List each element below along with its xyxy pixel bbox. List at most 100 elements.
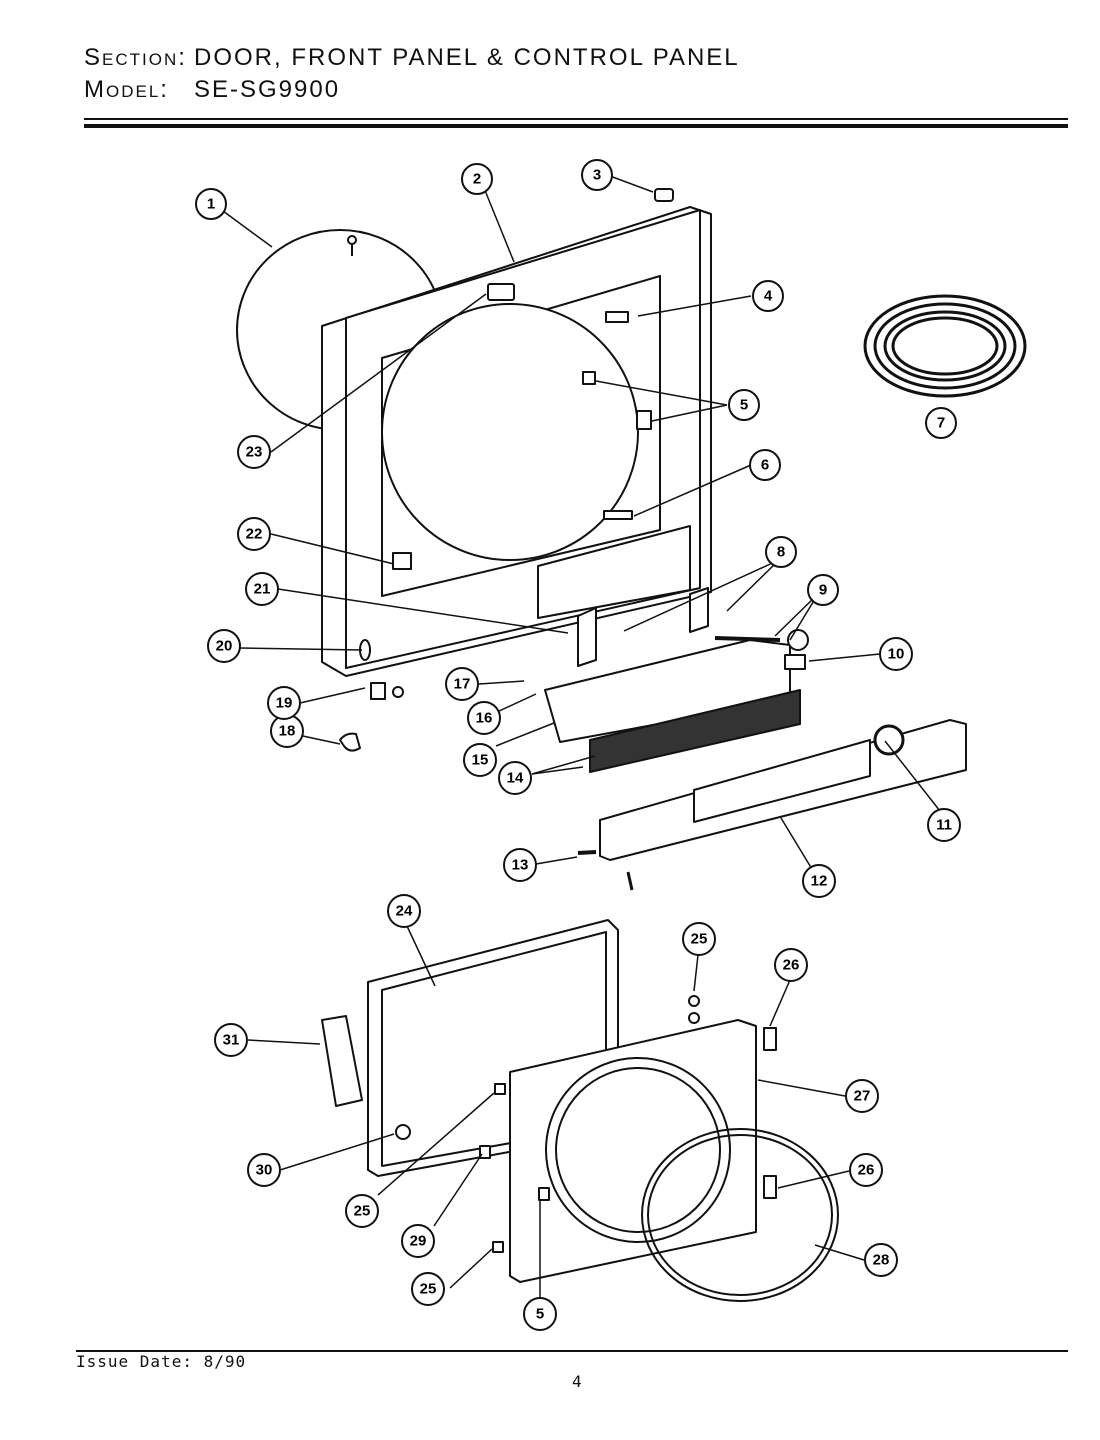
footer-rule — [76, 1350, 1068, 1352]
callout-number: 21 — [254, 581, 271, 598]
clip-right — [636, 410, 652, 430]
callout-13: 13 — [503, 848, 537, 882]
callout-7: 7 — [925, 407, 957, 439]
top-clip — [654, 188, 674, 202]
hinge-upper — [763, 1027, 777, 1051]
callout-5-upper: 5 — [728, 389, 760, 421]
callout-number: 25 — [420, 1281, 437, 1298]
display-window — [589, 689, 801, 773]
terminal-block — [784, 654, 806, 670]
callout-number: 27 — [854, 1088, 871, 1105]
door-tab — [479, 1145, 491, 1159]
callout-1: 1 — [195, 188, 227, 220]
callout-number: 23 — [246, 444, 263, 461]
model-number: SE-SG9900 — [194, 76, 341, 103]
model-label: Model: — [84, 76, 169, 103]
door-gasket — [641, 1128, 839, 1302]
callout-11: 11 — [927, 808, 961, 842]
callout-number: 18 — [279, 723, 296, 740]
callout-number: 22 — [246, 526, 263, 543]
callout-14: 14 — [498, 761, 532, 795]
callout-31: 31 — [214, 1023, 248, 1057]
knob — [787, 629, 809, 651]
callout-number: 6 — [761, 457, 769, 474]
control-board — [544, 639, 791, 743]
callout-number: 20 — [216, 638, 233, 655]
callout-12: 12 — [802, 864, 836, 898]
header-rule-thin — [84, 118, 1068, 120]
callout-2: 2 — [461, 163, 493, 195]
callout-number: 9 — [819, 582, 827, 599]
callout-number: 31 — [223, 1032, 240, 1049]
front-panel — [321, 206, 712, 677]
grommet-mid — [494, 1083, 506, 1095]
door-clip — [538, 1187, 550, 1201]
callout-22: 22 — [237, 517, 271, 551]
callout-number: 4 — [764, 288, 773, 305]
issue-date: Issue Date: 8/90 — [76, 1352, 247, 1371]
callout-30: 30 — [247, 1153, 281, 1187]
callout-28: 28 — [864, 1243, 898, 1277]
callout-number: 8 — [777, 544, 785, 561]
callout-number: 26 — [858, 1162, 875, 1179]
callout-number: 28 — [873, 1252, 890, 1269]
section-heading: Section: DOOR, FRONT PANEL & CONTROL PANE… — [84, 44, 740, 72]
clip-upper — [582, 371, 596, 385]
grommet-top — [688, 995, 700, 1007]
callout-number: 11 — [936, 817, 952, 834]
callout-number: 2 — [473, 171, 481, 188]
callout-27: 27 — [845, 1079, 879, 1113]
callout-26-upper: 26 — [774, 948, 808, 982]
callout-number: 25 — [354, 1203, 371, 1220]
callout-number: 14 — [507, 770, 524, 787]
callout-15: 15 — [463, 743, 497, 777]
callout-number: 29 — [410, 1233, 427, 1250]
header-rule-thick — [84, 124, 1068, 128]
door-switch — [487, 283, 515, 301]
callout-number: 30 — [256, 1162, 273, 1179]
callout-number: 19 — [276, 695, 293, 712]
callout-17: 17 — [445, 667, 479, 701]
latch-bracket — [370, 682, 386, 700]
callout-18: 18 — [270, 714, 304, 748]
panel-strip-bottom — [603, 510, 633, 520]
callout-21: 21 — [245, 572, 279, 606]
callout-9: 9 — [807, 574, 839, 606]
grommet-bottom — [492, 1241, 504, 1253]
callout-6: 6 — [749, 449, 781, 481]
callouts: 1 2 3 4 5 6 7 8 9 10 11 12 13 14 15 16 1… — [195, 159, 961, 1331]
callout-number: 15 — [472, 752, 489, 769]
callout-number: 7 — [937, 415, 945, 432]
selector-ring — [873, 724, 905, 756]
panel-label-top — [605, 311, 629, 323]
callout-number: 16 — [476, 710, 493, 727]
callout-4: 4 — [752, 280, 784, 312]
callout-3: 3 — [581, 159, 613, 191]
callout-number: 5 — [536, 1306, 544, 1323]
page-number: 4 — [572, 1372, 582, 1391]
callout-number: 26 — [783, 957, 800, 974]
callout-5-lower: 5 — [523, 1297, 557, 1331]
callout-number: 10 — [888, 646, 905, 663]
callout-number: 12 — [811, 873, 828, 890]
section-label: Section: — [84, 44, 187, 71]
model-heading: Model: SE-SG9900 — [84, 76, 340, 104]
callout-19: 19 — [267, 686, 301, 720]
center-bracket — [577, 607, 597, 667]
mounting-screw — [577, 850, 597, 855]
callout-number: 25 — [691, 931, 708, 948]
door-stud — [395, 1124, 411, 1140]
wire-harness — [863, 294, 1027, 398]
door-handle — [321, 1015, 363, 1107]
callout-25-mid: 25 — [345, 1194, 379, 1228]
callout-number: 17 — [454, 676, 471, 693]
callout-16: 16 — [467, 701, 501, 735]
callout-24: 24 — [387, 894, 421, 928]
callout-number: 5 — [740, 397, 748, 414]
callout-number: 3 — [593, 167, 601, 184]
section-title: DOOR, FRONT PANEL & CONTROL PANEL — [194, 44, 740, 71]
callout-8: 8 — [765, 536, 797, 568]
callout-number: 24 — [396, 903, 413, 920]
callout-25-bottom: 25 — [411, 1272, 445, 1306]
